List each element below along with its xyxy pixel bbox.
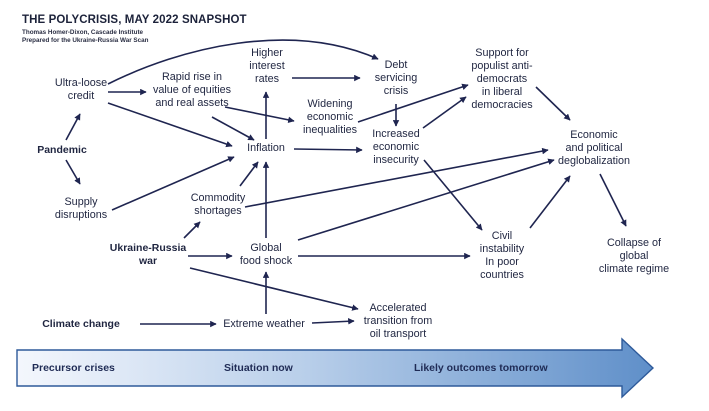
- timeline-arrow: [16, 337, 655, 399]
- node-pandemic: Pandemic: [37, 144, 87, 156]
- arrow-insecurity-to-populist: [422, 96, 467, 129]
- timeline-precursor-label: Precursor crises: [32, 362, 115, 374]
- node-extreme-weather: Extreme weather: [223, 318, 305, 330]
- arrow-civil-to-deglobalization: [529, 175, 571, 229]
- diagram-title: THE POLYCRISIS, MAY 2022 SNAPSHOT: [22, 14, 247, 26]
- arrow-inflation-to-insecurity: [293, 146, 363, 154]
- node-inflation: Inflation: [247, 142, 285, 154]
- arrow-food-to-deglobalization: [297, 158, 555, 241]
- diagram-subtitle: Thomas Homer-Dixon, Cascade Institute Pr…: [22, 29, 148, 45]
- arrow-commodity-to-deglobalization: [244, 147, 549, 208]
- arrow-insecurity-to-civil: [423, 159, 483, 231]
- arrow-rapid-rise-to-inequalities: [224, 106, 295, 124]
- arrow-supply-to-inflation: [111, 156, 235, 211]
- arrow-credit-to-debt: [107, 39, 379, 85]
- arrow-war-to-commodity: [183, 221, 201, 239]
- prepared-line: Prepared for the Ukraine-Russia War Scan: [22, 37, 149, 44]
- arrow-inequalities-to-populist: [357, 83, 469, 123]
- arrow-rapid-rise-to-inflation: [211, 116, 255, 141]
- timeline-tomorrow-label: Likely outcomes tomorrow: [414, 362, 548, 374]
- author-line: Thomas Homer-Dixon, Cascade Institute: [22, 29, 144, 36]
- arrow-weather-to-transition: [311, 318, 355, 325]
- arrow-war-to-transition: [189, 267, 359, 311]
- arrow-populist-to-deglobalization: [535, 86, 571, 121]
- timeline-now-label: Situation now: [224, 362, 293, 374]
- arrow-pandemic-to-credit: [65, 113, 81, 141]
- arrow-deglobalization-to-collapse: [599, 173, 627, 227]
- node-climate-change: Climate change: [42, 318, 120, 330]
- arrow-credit-to-inflation: [107, 102, 233, 148]
- arrow-commodity-to-inflation: [239, 161, 259, 187]
- arrow-pandemic-to-supply: [65, 159, 81, 185]
